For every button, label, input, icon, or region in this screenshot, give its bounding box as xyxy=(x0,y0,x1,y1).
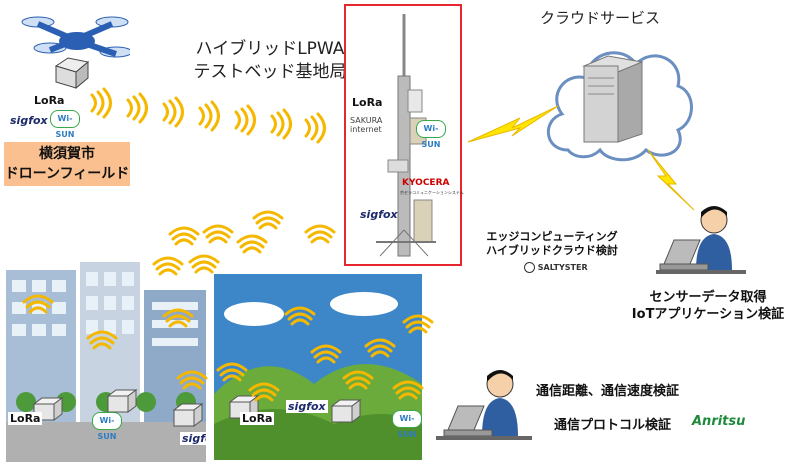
saltyster-name: SALTYSTER xyxy=(537,263,588,272)
testbed-title: ハイブリッドLPWA テストベッド基地局 xyxy=(170,38,370,84)
drone-area: LoRa sigfox Wi-SUN 横須賀市 ドローンフィールド xyxy=(0,0,140,190)
antenna-tower xyxy=(376,14,436,257)
drone-field-label: 横須賀市 ドローンフィールド xyxy=(4,142,130,186)
city-wisun-logo: Wi-SUN xyxy=(92,412,122,441)
server-icon xyxy=(582,55,644,143)
anritsu-logo: Anritsu xyxy=(692,414,746,429)
field-wisun-logo: Wi-SUN xyxy=(392,410,422,439)
sigfox-logo: sigfox xyxy=(10,114,48,127)
sensor-label: センサーデータ取得 IoTアプリケーション検証 xyxy=(618,290,798,324)
lightning-cloud-user xyxy=(647,149,695,211)
city-lora-logo: LoRa xyxy=(8,412,43,425)
field-lora-logo: LoRa xyxy=(240,412,275,425)
drone-field-label-line1: 横須賀市 xyxy=(39,146,95,162)
tower-lora-logo: LoRa xyxy=(352,96,383,109)
comm-distance-label: 通信距離、通信速度検証 xyxy=(536,384,680,399)
edge-label-line1: エッジコンピューティング xyxy=(486,230,618,243)
user-at-desk-bottom xyxy=(436,370,532,440)
cloud-shape xyxy=(546,51,693,162)
drone-icon xyxy=(21,16,130,90)
edge-label: エッジコンピューティング ハイブリッドクラウド検討 xyxy=(482,230,622,259)
field-sigfox-logo: sigfox xyxy=(286,400,328,413)
sakura-logo-line1: SAKURA xyxy=(350,116,383,125)
comm-protocol-label: 通信プロトコル検証 xyxy=(554,418,672,433)
sakura-logo: SAKURA internet xyxy=(350,116,382,134)
city-buildings xyxy=(6,262,206,462)
city-sigfox-logo: sigfox xyxy=(180,432,206,445)
tower-wisun-logo: Wi-SUN xyxy=(416,120,446,149)
user-at-desk-top xyxy=(656,206,746,274)
wisun-logo: Wi-SUN xyxy=(50,110,80,139)
saltyster-icon xyxy=(524,262,535,273)
sensor-label-line2: IoTアプリケーション検証 xyxy=(631,306,785,322)
tower-sigfox-logo: sigfox xyxy=(360,208,398,221)
sensor-label-line1: センサーデータ取得 xyxy=(649,290,767,305)
testbed-title-line2: テストベッド基地局 xyxy=(193,61,347,82)
field-scene: LoRa sigfox Wi-SUN xyxy=(214,274,422,460)
edge-label-line2: ハイブリッドクラウド検討 xyxy=(486,244,618,258)
cloud-title: クラウドサービス xyxy=(540,9,661,27)
kyocera-logo: KYOCERA xyxy=(402,178,450,188)
testbed-frame: LoRa SAKURA internet Wi-SUN KYOCERA 京セラコ… xyxy=(344,4,464,266)
testbed-title-line1: ハイブリッドLPWA xyxy=(195,39,345,59)
kyocera-sub-logo: 京セラコミュニケーションシステム xyxy=(400,190,464,195)
sakura-logo-line2: internet xyxy=(350,125,382,134)
lora-logo: LoRa xyxy=(34,94,65,107)
field-landscape xyxy=(214,274,422,460)
city-scene: LoRa Wi-SUN sigfox xyxy=(6,262,206,462)
lightning-tower-cloud xyxy=(467,105,559,143)
drone-field-label-line2: ドローンフィールド xyxy=(4,166,130,182)
saltyster-logo: SALTYSTER xyxy=(524,262,588,273)
